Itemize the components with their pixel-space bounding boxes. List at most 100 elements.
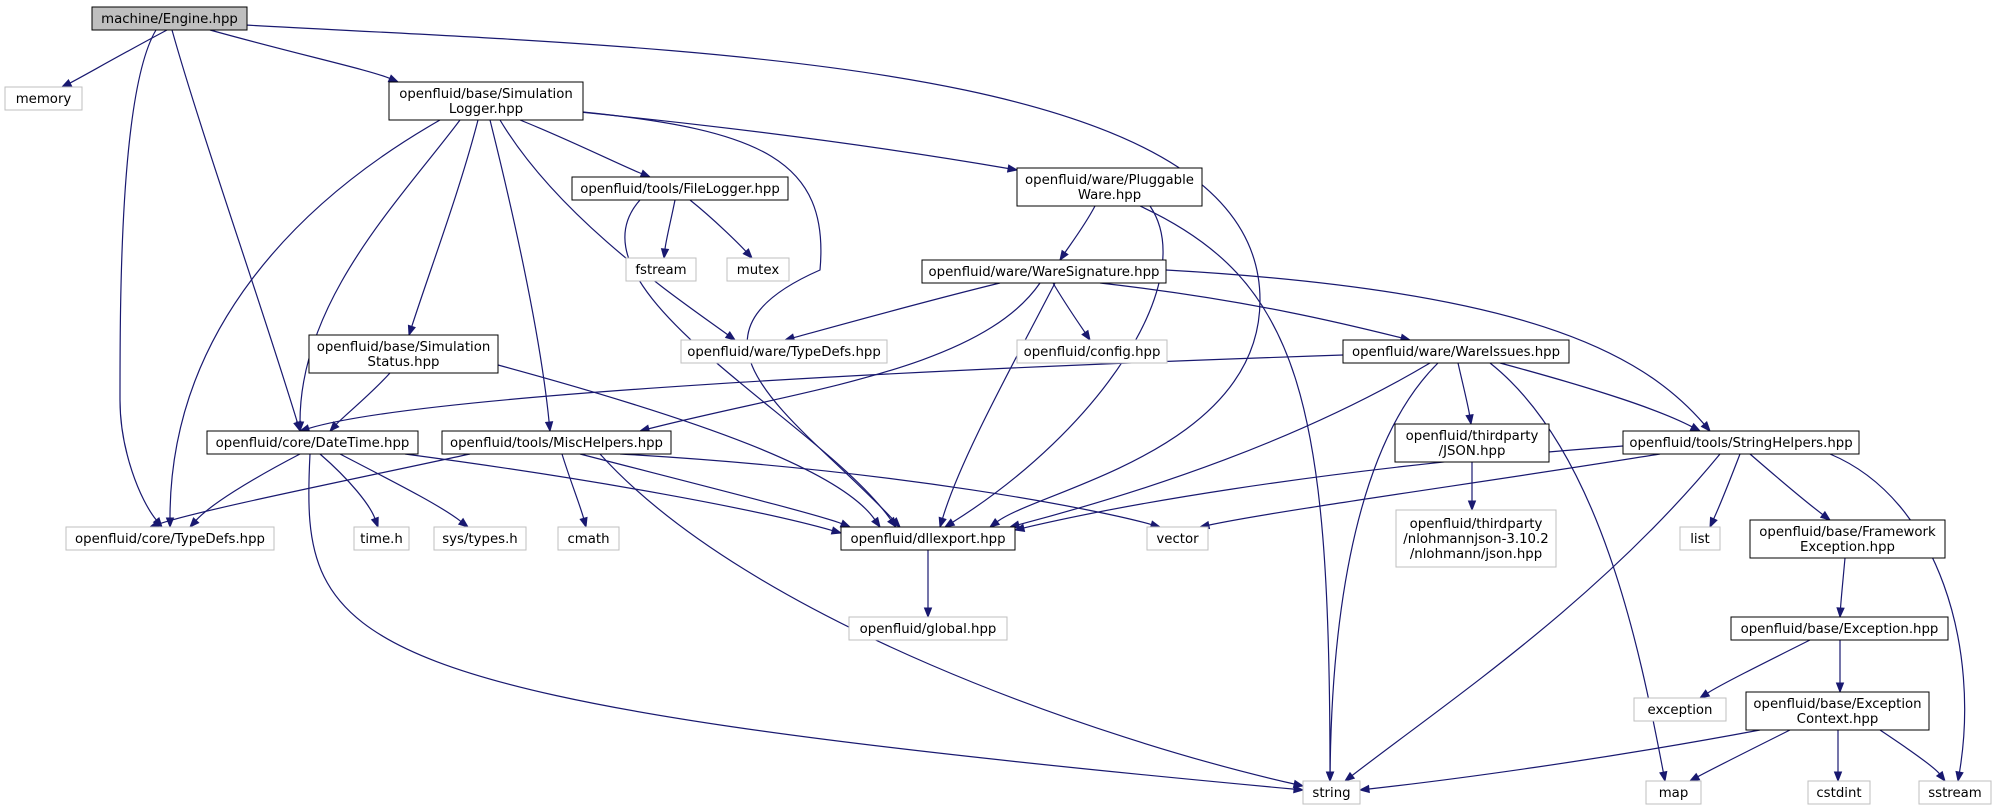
edge-line [1839, 557, 1846, 609]
edge-line [319, 453, 376, 519]
node-label: memory [16, 92, 72, 107]
edge-filelogger-to-mutex [689, 199, 753, 260]
node-wareissues[interactable]: openfluid/ware/WareIssues.hpp [1342, 339, 1570, 364]
arrowhead [1465, 413, 1474, 426]
edge-json-to-nlohmann [1467, 462, 1477, 512]
node-label: openfluid/config.hpp [1024, 345, 1161, 360]
node-box [1302, 780, 1361, 805]
node-box [726, 257, 790, 282]
node-stringhelpers[interactable]: openfluid/tools/StringHelpers.hpp [1622, 430, 1860, 455]
edge-line [244, 24, 1261, 523]
edge-datetime-to-systypes [339, 453, 470, 528]
arrowhead [887, 516, 897, 529]
node-box [1807, 780, 1871, 805]
node-label: openfluid/base/Exception.hpp [1741, 622, 1939, 637]
node-dllexport[interactable]: openfluid/dllexport.hpp [840, 526, 1016, 551]
node-box [1016, 339, 1168, 364]
node-box [1395, 509, 1557, 568]
arrowhead [1325, 771, 1335, 783]
edge-simlogger-to-pluggable [579, 111, 1019, 173]
node-engine[interactable]: machine/Engine.hpp [91, 6, 248, 31]
node-list: list [1679, 526, 1721, 551]
edge-line [579, 453, 842, 525]
node-filelogger[interactable]: openfluid/tools/FileLogger.hpp [571, 176, 789, 201]
arrowhead [724, 330, 737, 341]
arrowhead [1689, 422, 1702, 432]
arrowhead [938, 516, 947, 529]
edge-datetime-to-string [308, 453, 1305, 794]
node-fstream: fstream [625, 257, 697, 282]
node-label: /JSON.hpp [1439, 444, 1506, 459]
edge-line [1351, 453, 1721, 776]
node-json[interactable]: openfluid/thirdparty/JSON.hpp [1394, 423, 1550, 463]
node-box [921, 259, 1167, 284]
arrowhead [189, 517, 200, 529]
node-box [308, 334, 499, 374]
edge-line [1499, 362, 1693, 428]
arrowhead [1081, 329, 1091, 342]
arrowhead [1835, 682, 1845, 694]
edge-wareissues-to-stringhelpers [1499, 362, 1702, 432]
node-label: /nlohmann/json.hpp [1410, 547, 1542, 562]
node-timeh: time.h [353, 526, 410, 551]
node-box [1679, 526, 1721, 551]
node-datetime[interactable]: openfluid/core/DateTime.hpp [206, 430, 419, 455]
node-label: Context.hpp [1797, 712, 1879, 727]
arrowhead [1955, 770, 1964, 783]
edge-line [335, 372, 391, 425]
arrowhead [387, 74, 400, 83]
edge-waresig-to-config [1052, 282, 1091, 342]
node-label: sstream [1928, 786, 1982, 801]
node-box [1645, 780, 1702, 805]
node-label: cstdint [1816, 786, 1861, 801]
edge-line [171, 29, 298, 423]
edge-simstatus-to-datetime [329, 372, 391, 433]
edge-line [1713, 453, 1741, 520]
edge-line [1165, 269, 1705, 425]
node-box [1730, 616, 1949, 641]
node-label: openfluid/ware/TypeDefs.hpp [687, 345, 881, 360]
edge-simlogger-to-datetime [295, 119, 461, 433]
arrowhead [1292, 779, 1305, 789]
node-box [1146, 526, 1209, 551]
edge-engine-to-dllexport [244, 24, 1261, 528]
arrowhead [1698, 689, 1711, 699]
node-waresig[interactable]: openfluid/ware/WareSignature.hpp [921, 259, 1167, 284]
arrowhead [742, 248, 753, 260]
edge-line [689, 199, 747, 252]
node-label: openfluid/ware/WareIssues.hpp [1352, 345, 1560, 360]
node-exceptionhpp[interactable]: openfluid/base/Exception.hpp [1730, 616, 1949, 641]
node-label: sys/types.h [442, 532, 518, 547]
node-label: fstream [635, 263, 686, 278]
edge-line [1052, 282, 1086, 333]
edge-line [497, 364, 876, 520]
edge-line [1208, 453, 1661, 526]
node-box [840, 526, 1016, 551]
node-label: openfluid/dllexport.hpp [850, 532, 1005, 547]
edge-line [599, 453, 1295, 785]
edge-mischelpers-to-dllexport [579, 453, 852, 528]
node-box [1745, 691, 1930, 731]
edge-line [1368, 729, 1761, 790]
arrowhead [943, 518, 956, 528]
node-label: mutex [737, 263, 780, 278]
arrowhead [329, 421, 340, 433]
edge-line [1139, 205, 1331, 773]
edge-line [793, 282, 1001, 339]
edge-datetime-to-timeh [319, 453, 379, 529]
arrowhead [1709, 516, 1718, 529]
node-box [388, 81, 584, 121]
edge-line [1099, 282, 1402, 339]
edge-stringhelpers-to-list [1709, 453, 1741, 529]
node-box [206, 430, 419, 455]
node-box [625, 257, 697, 282]
edge-line [308, 453, 1295, 790]
node-layer: machine/Engine.hpp memory openfluid/base/S… [4, 6, 1992, 805]
arrowhead [407, 324, 416, 337]
node-mischelpers[interactable]: openfluid/tools/MiscHelpers.hpp [441, 430, 672, 455]
